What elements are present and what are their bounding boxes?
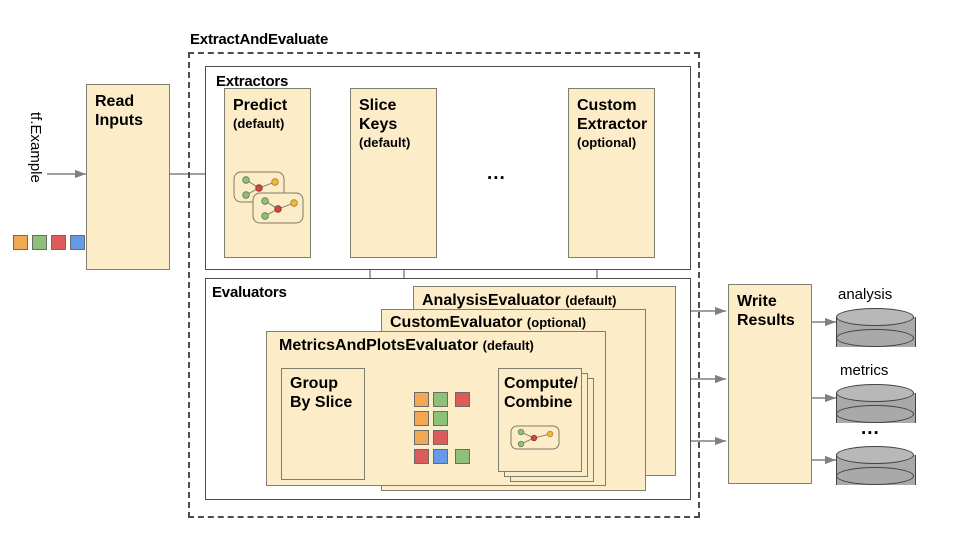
output-store-metrics[interactable] [836,384,916,423]
extractors-group-label: Extractors [216,73,289,90]
slice-chip [414,449,429,464]
extract-and-evaluate-title: ExtractAndEvaluate [190,31,329,48]
extractor-predict-label: Predict (default) [233,97,288,131]
extractor-predict-node[interactable]: Predict (default) [224,88,311,258]
extract-and-evaluate-container [188,52,700,518]
cylinder-top [836,446,914,464]
chip-green [32,235,47,250]
compute-combine-node[interactable]: Compute/ Combine [498,368,582,472]
compute-combine-label: Compute/ Combine [504,375,578,411]
slice-chip [433,411,448,426]
output-label-analysis: analysis [838,286,893,303]
chip-orange [13,235,28,250]
extractors-ellipsis: ... [487,163,506,184]
slice-chip [414,392,429,407]
input-label: tf.Example [27,112,44,183]
output-label-more: ... [861,418,880,439]
output-store-analysis[interactable] [836,308,916,347]
slice-chip [414,411,429,426]
write-results-label: Write Results [737,293,795,329]
read-inputs-node[interactable]: Read Inputs [86,84,170,270]
group-by-slice-node[interactable]: Group By Slice [281,368,365,480]
evaluator-metrics-and-plots-label: MetricsAndPlotsEvaluator (default) [279,337,534,354]
cylinder-bottom [836,405,914,423]
evaluator-analysis-label: AnalysisEvaluator (default) [422,292,617,309]
extractor-custom-label: Custom Extractor (optional) [577,97,648,150]
cylinder-top [836,384,914,402]
group-by-slice-label: Group By Slice [290,375,353,411]
output-store-more[interactable] [836,446,916,485]
graph-icon [510,425,560,450]
cylinder-top [836,308,914,326]
graph-icon [233,171,304,224]
evaluators-group-label: Evaluators [212,284,287,301]
extractor-slice-keys-node[interactable]: Slice Keys (default) [350,88,437,258]
slice-chip [414,430,429,445]
slice-chip [433,392,448,407]
evaluator-metrics-and-plots-card[interactable]: MetricsAndPlotsEvaluator (default) Group… [266,331,606,486]
cylinder-bottom [836,467,914,485]
extractor-slice-keys-label: Slice Keys (default) [359,97,411,150]
write-results-node[interactable]: Write Results [728,284,812,484]
extractor-custom-node[interactable]: Custom Extractor (optional) [568,88,655,258]
output-label-metrics: metrics [840,362,889,379]
chip-red [51,235,66,250]
slice-chip [433,449,448,464]
slice-chip [455,392,470,407]
slice-chip [455,449,470,464]
evaluator-custom-label: CustomEvaluator (optional) [390,314,587,331]
chip-blue [70,235,85,250]
read-inputs-label: Read Inputs [95,93,143,129]
cylinder-bottom [836,329,914,347]
slice-chip [433,430,448,445]
